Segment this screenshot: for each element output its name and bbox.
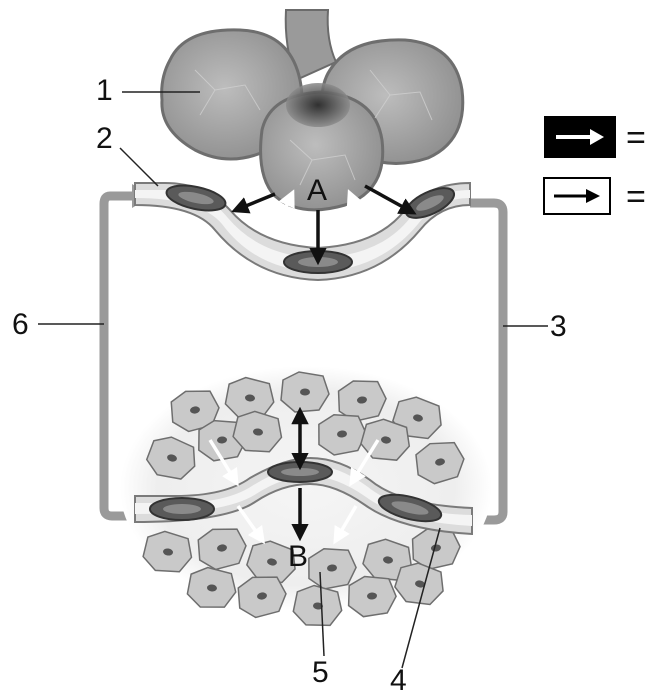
label-6: 6: [12, 308, 29, 341]
white-arrow-A-right: [350, 194, 368, 236]
label-1: 1: [96, 74, 113, 107]
label-A: A: [307, 174, 327, 207]
label-2: 2: [96, 122, 113, 155]
black-arrow-A-right: [365, 186, 412, 212]
cell-nucleus: [300, 389, 310, 396]
label-B: B: [288, 540, 308, 573]
label-4: 4: [390, 664, 407, 693]
leader-2: [120, 148, 158, 186]
legend: = =: [544, 116, 646, 216]
airway-lumen: [286, 83, 350, 127]
label-3: 3: [550, 310, 567, 343]
tissue-cell: [186, 566, 237, 610]
tissue-cell: [281, 372, 329, 412]
legend-black-arrow-key: =: [626, 178, 646, 216]
label-5: 5: [312, 656, 329, 689]
black-arrow-A-left: [236, 194, 275, 210]
legend-white-arrow-key: =: [626, 119, 646, 157]
